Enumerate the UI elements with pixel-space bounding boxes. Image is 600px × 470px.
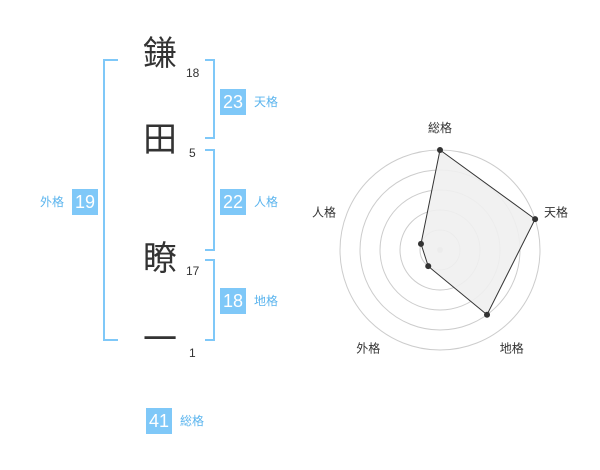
stroke-count-2: 5: [189, 146, 196, 160]
stroke-count-4: 1: [189, 346, 196, 360]
jinkaku-label: 人格: [254, 195, 279, 209]
radar-point-4: [425, 263, 432, 270]
radar-point-5: [417, 240, 424, 247]
chikaku-bracket: [205, 259, 215, 341]
jinkaku-badge: 22: [220, 189, 247, 215]
soukaku-badge: 41: [146, 408, 173, 434]
jinkaku-bracket: [205, 149, 215, 251]
name-char-4: 一: [143, 320, 177, 360]
radar-axis-label-4: 外格: [356, 341, 380, 356]
chikaku-badge: 18: [220, 288, 247, 314]
stroke-count-3: 17: [186, 264, 200, 278]
gaikaku-label: 外格: [40, 195, 65, 209]
stroke-count-1: 18: [186, 66, 200, 80]
radar-polygon: [420, 149, 536, 316]
radar-axis-label-5: 人格: [312, 204, 336, 219]
gaikaku-bracket: [103, 59, 118, 341]
name-char-1: 鎌: [143, 34, 177, 74]
tenkaku-bracket: [205, 59, 215, 139]
radar-axis-label-3: 地格: [500, 341, 524, 356]
chikaku-label: 地格: [254, 294, 279, 308]
gaikaku-badge: 19: [72, 189, 99, 215]
soukaku-label: 総格: [180, 414, 205, 428]
tenkaku-badge: 23: [220, 89, 247, 115]
name-char-3: 瞭: [143, 239, 177, 279]
radar-axis-label-1: 総格: [428, 120, 452, 135]
radar-point-3: [484, 311, 491, 318]
radar-axis-label-2: 天格: [544, 204, 568, 219]
name-char-2: 田: [143, 120, 177, 160]
tenkaku-label: 天格: [254, 95, 279, 109]
radar-point-2: [532, 216, 539, 223]
radar-point-1: [437, 147, 443, 153]
